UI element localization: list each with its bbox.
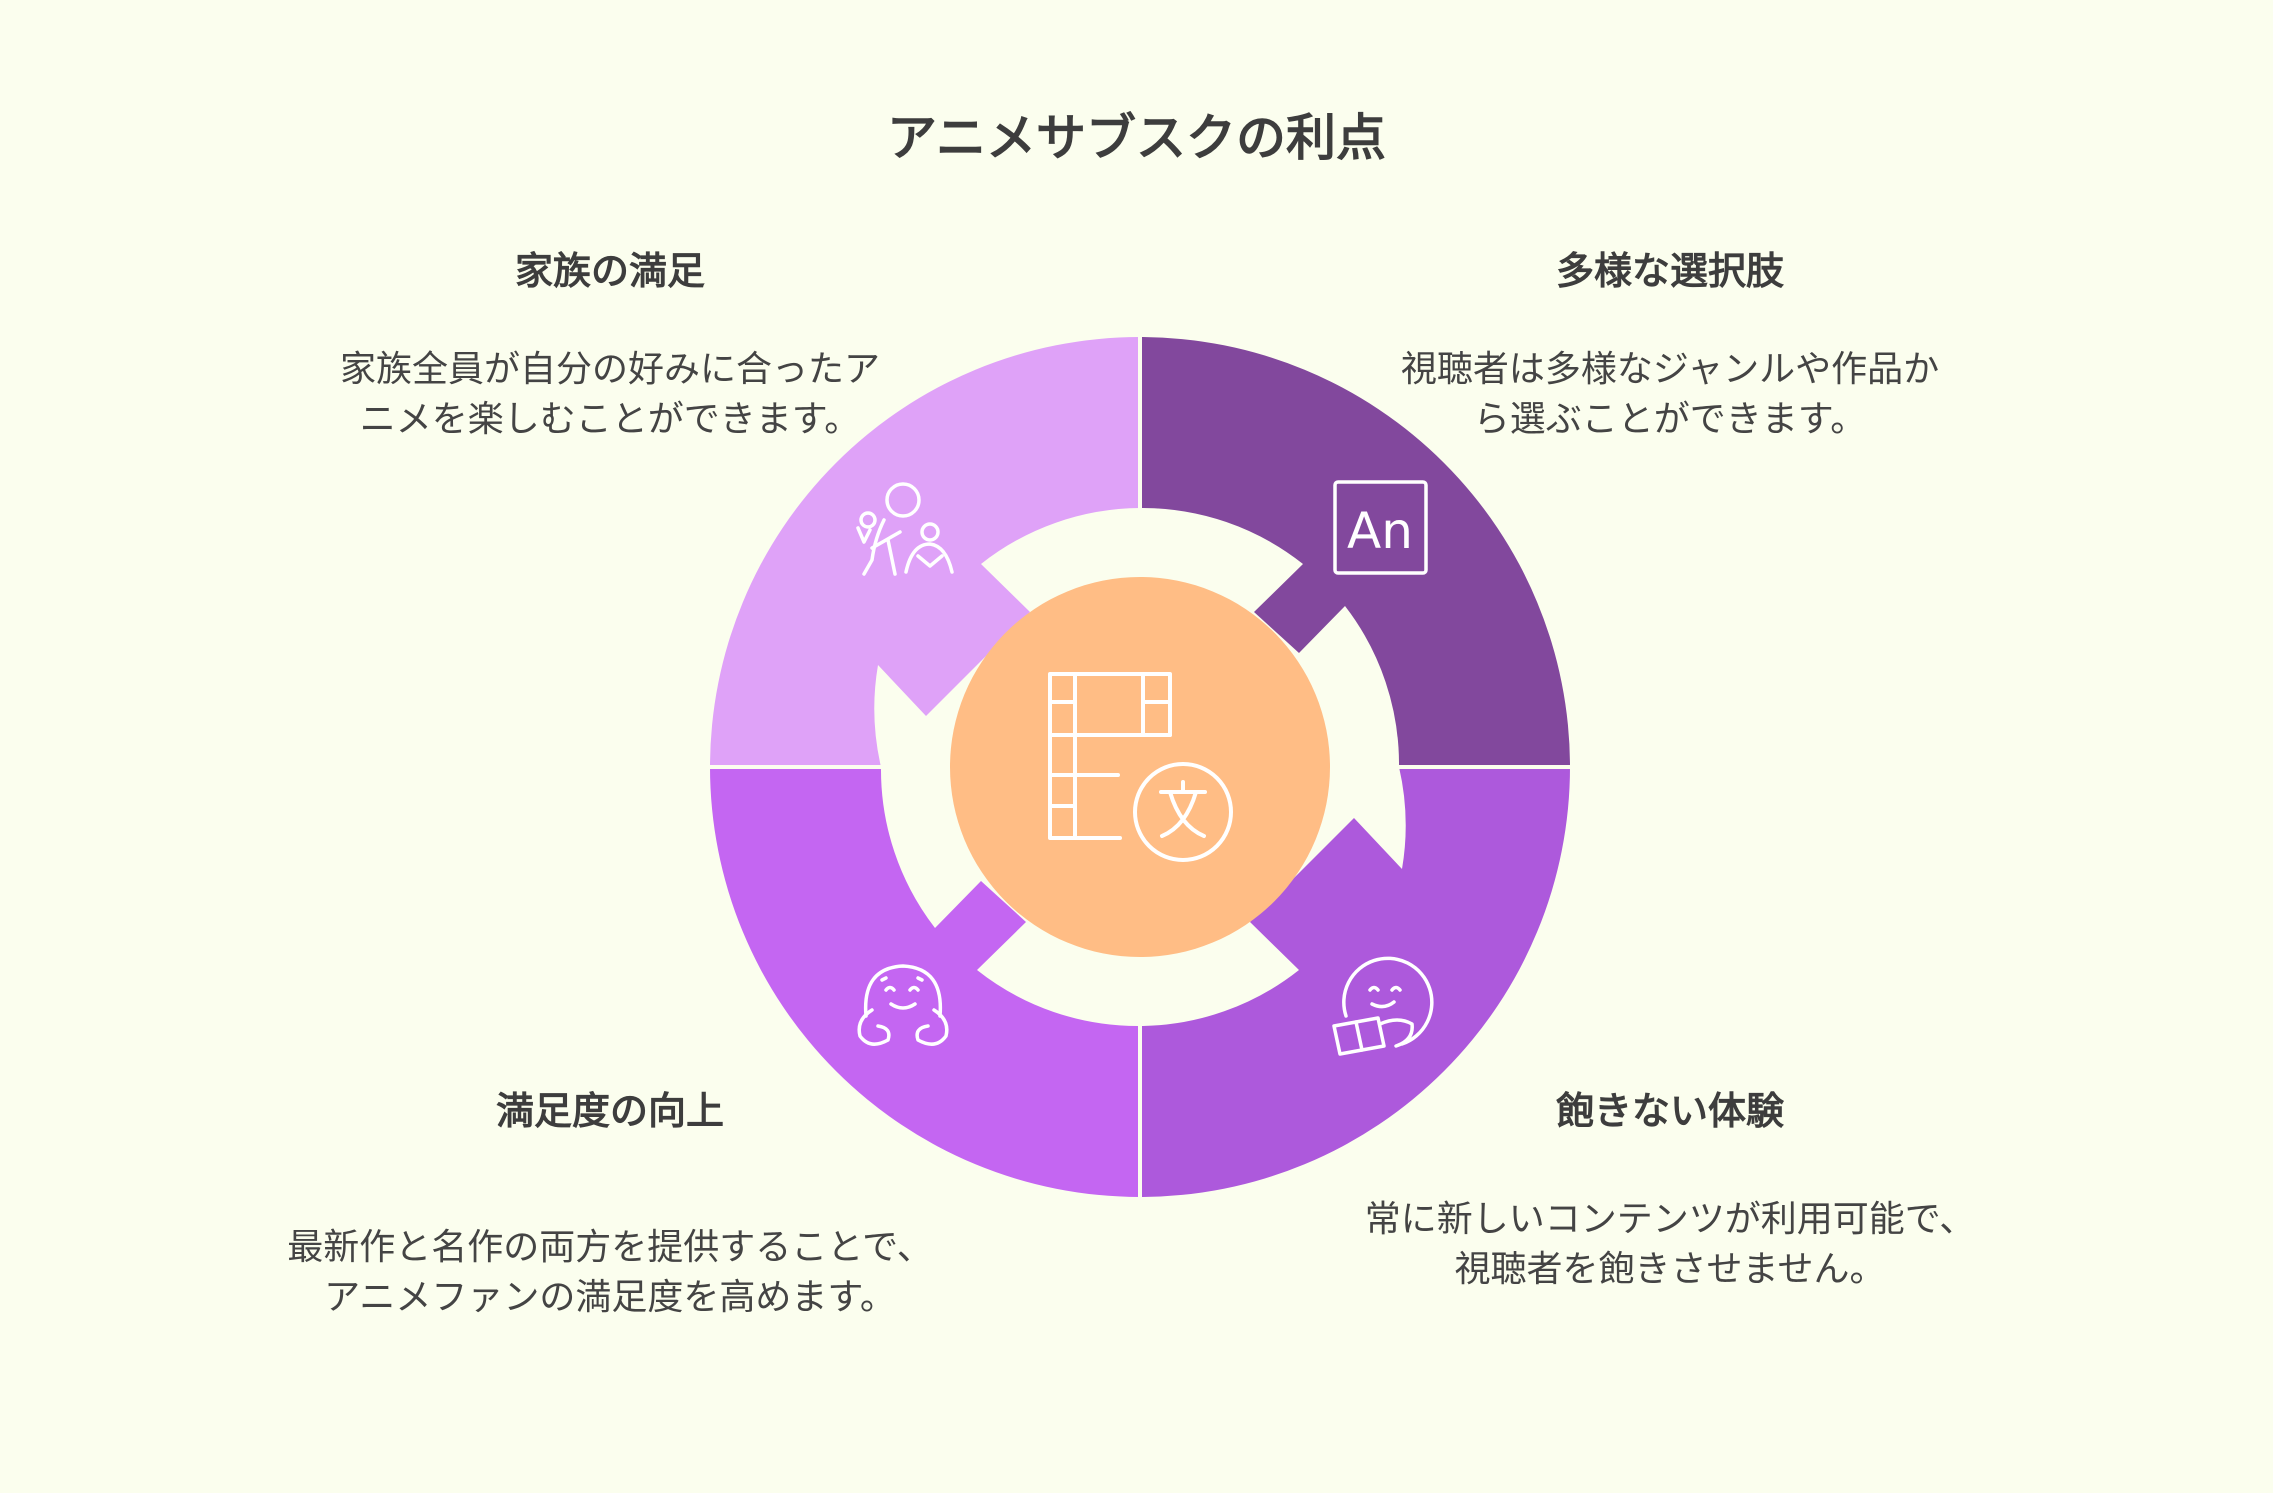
section-description: 視聴者は多様なジャンルや作品か ら選ぶことができます。 <box>1400 349 1940 440</box>
page-title: アニメサブスクの利点 <box>887 109 1386 167</box>
family-icon <box>856 482 954 576</box>
section-diverse-choices: 多様な選択肢 視聴者は多様なジャンルや作品か ら選ぶことができます。 <box>1320 240 2020 445</box>
segment-top-right <box>1140 337 1570 767</box>
segment-top-left <box>710 337 1140 767</box>
animate-an-icon: An <box>1333 480 1428 575</box>
section-description: 常に新しいコンテンツが利用可能で、 視聴者を飽きさせません。 <box>1364 1199 1976 1290</box>
film-subtitle-icon <box>1048 672 1233 862</box>
svg-text:An: An <box>1347 502 1413 560</box>
section-no-boredom-experience: 飽きない体験 常に新しいコンテンツが利用可能で、 視聴者を飽きさせません。 <box>1290 1080 2050 1295</box>
segment-bottom-left <box>710 767 1140 1197</box>
section-heading: 飽きない体験 <box>1555 1089 1784 1133</box>
section-family-satisfaction: 家族の満足 家族全員が自分の好みに合ったア ニメを楽しむことができます。 <box>260 240 960 445</box>
section-satisfaction-improvement: 満足度の向上 最新作と名作の両方を提供することで、 アニメファンの満足度を高めま… <box>210 1080 1010 1323</box>
happy-face-icon <box>857 964 949 1046</box>
section-heading: 家族の満足 <box>514 249 705 293</box>
section-heading: 多様な選択肢 <box>1555 249 1784 293</box>
section-heading: 満足度の向上 <box>495 1089 724 1133</box>
section-description: 家族全員が自分の好みに合ったア ニメを楽しむことができます。 <box>339 349 880 440</box>
segment-bottom-right <box>1140 767 1570 1197</box>
section-description: 最新作と名作の両方を提供することで、 アニメファンの満足度を高めます。 <box>287 1227 933 1318</box>
reading-face-icon <box>1332 956 1434 1056</box>
center-circle <box>950 577 1330 957</box>
